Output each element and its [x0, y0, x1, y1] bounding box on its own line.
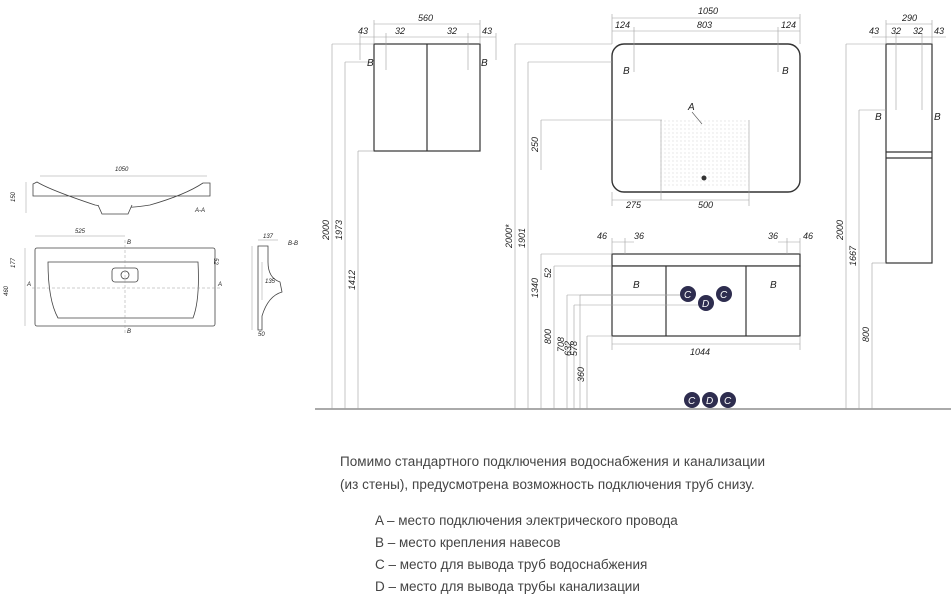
outlet-c-left: [680, 286, 696, 302]
column-top-32a: 32: [891, 26, 901, 36]
vanity-height-578: 578: [569, 341, 579, 356]
legend-item-b: B – место крепления навесов: [375, 535, 561, 550]
cabinet-height-1973: 1973: [334, 220, 344, 240]
mirror-height-1901: 1901: [517, 228, 527, 248]
wall-cabinet: [373, 43, 481, 152]
sink-plan-mark-a1: A: [26, 282, 31, 288]
vanity-top-36b: 36: [768, 231, 778, 241]
mirror-bottom-275: 275: [625, 200, 642, 210]
outlet-d-label: D: [702, 299, 709, 310]
sink-plan-dim-52: 52: [212, 258, 218, 265]
wall-outlets: [680, 286, 732, 311]
tall-column: [885, 43, 933, 264]
mirror-top-124b: 124: [781, 20, 796, 30]
column-top-43b: 43: [934, 26, 944, 36]
floor-outlet-c-right: [720, 392, 736, 408]
legend-item-c: C – место для вывода труб водоснабжения: [375, 557, 648, 572]
mirror: [611, 43, 801, 200]
vanity-top-36a: 36: [634, 231, 644, 241]
mirror-height-250: 250: [530, 137, 540, 153]
mirror-width: 1050: [698, 6, 718, 16]
mirror-top-803: 803: [697, 20, 712, 30]
cabinet-height-1412: 1412: [347, 270, 357, 290]
legend-item-a: A – место подключения электрического про…: [375, 513, 678, 528]
floor-outlet-c-left-label: C: [688, 396, 696, 407]
cabinet-mount-right: B: [481, 58, 488, 69]
outlet-c-left-label: C: [684, 290, 692, 301]
sink-section-bb: [251, 239, 283, 331]
vanity-height-800: 800: [543, 329, 553, 344]
legend: A – место подключения электрического про…: [375, 510, 678, 598]
mirror-height-2000: 2000*: [504, 224, 514, 249]
section-bb-dim-137: 137: [263, 234, 274, 240]
section-bb-dim-50: 50: [258, 332, 265, 338]
legend-item-d: D – место для вывода трубы канализации: [375, 579, 640, 594]
mirror-socket-leader: [691, 111, 703, 125]
sink-plan-mark-top: B: [127, 240, 131, 246]
sink-section-label: A-A: [194, 208, 205, 214]
column-height-1667: 1667: [848, 245, 858, 266]
vanity-mount-right: B: [770, 280, 777, 291]
sink-plan-width: 525: [75, 229, 86, 235]
column-mount-right: B: [934, 112, 941, 123]
mirror-dim-lines: [514, 14, 801, 409]
vanity-dim-lines: [540, 238, 801, 409]
mirror-top-124a: 124: [615, 20, 630, 30]
vanity-top-46b: 46: [803, 231, 813, 241]
notes-line-2: (из стены), предусмотрена возможность по…: [340, 477, 755, 492]
mirror-height-1340: 1340: [530, 278, 540, 298]
column-mount-left: B: [875, 112, 882, 123]
column-width: 290: [901, 13, 917, 23]
cabinet-height-2000: 2000: [321, 220, 331, 241]
section-bb-dim-135: 135: [265, 279, 276, 285]
mirror-mount-left: B: [623, 66, 630, 77]
outlet-c-right: [716, 286, 732, 302]
sink-side-section: [25, 175, 211, 215]
column-height-800: 800: [861, 327, 871, 342]
sink-plan-mark-bottom: B: [127, 329, 131, 335]
column-top-32b: 32: [913, 26, 923, 36]
notes-line-1: Помимо стандартного подключения водоснаб…: [340, 454, 766, 469]
sink-plan-dim-177: 177: [11, 257, 17, 268]
vanity-mount-left: B: [633, 280, 640, 291]
vanity-width: 1044: [690, 347, 710, 357]
sink-plan: [24, 235, 222, 334]
sink-top-width: 1050: [115, 167, 129, 173]
cabinet-top-43a: 43: [358, 26, 368, 36]
mirror-socket-label: A: [687, 102, 695, 113]
cabinet-top-32a: 32: [395, 26, 405, 36]
cabinet-width: 560: [418, 13, 433, 23]
sink-height: 150: [11, 191, 17, 202]
section-bb-label: B-B: [288, 241, 298, 247]
column-height-2000: 2000: [835, 220, 845, 241]
floor-outlet-d-label: D: [706, 396, 713, 407]
outlet-c-right-label: C: [720, 290, 728, 301]
sink-plan-mark-a2: A: [217, 282, 222, 288]
cabinet-top-32b: 32: [447, 26, 457, 36]
floor-outlets: [684, 392, 736, 408]
floor-outlet-c-right-label: C: [724, 396, 732, 407]
cabinet-mount-left: B: [367, 58, 374, 69]
sink-plan-dim-460: 460: [4, 285, 10, 296]
vanity-height-360: 360: [576, 367, 586, 382]
floor-outlet-d: [702, 392, 718, 408]
mirror-mount-right: B: [782, 66, 789, 77]
column-dim-lines: [845, 20, 946, 409]
vanity-height-708: 708: [556, 337, 566, 352]
cabinet-top-43b: 43: [482, 26, 492, 36]
vanity-height-52: 52: [543, 268, 553, 278]
notes: Помимо стандартного подключения водоснаб…: [340, 450, 780, 496]
column-top-43a: 43: [869, 26, 879, 36]
vanity-top-46a: 46: [597, 231, 607, 241]
floor-outlet-c-left: [684, 392, 700, 408]
cabinet-dim-lines: [331, 20, 497, 409]
mirror-bottom-500: 500: [698, 200, 713, 210]
vanity-height-632: 632: [563, 341, 573, 356]
outlet-d: [698, 295, 714, 311]
